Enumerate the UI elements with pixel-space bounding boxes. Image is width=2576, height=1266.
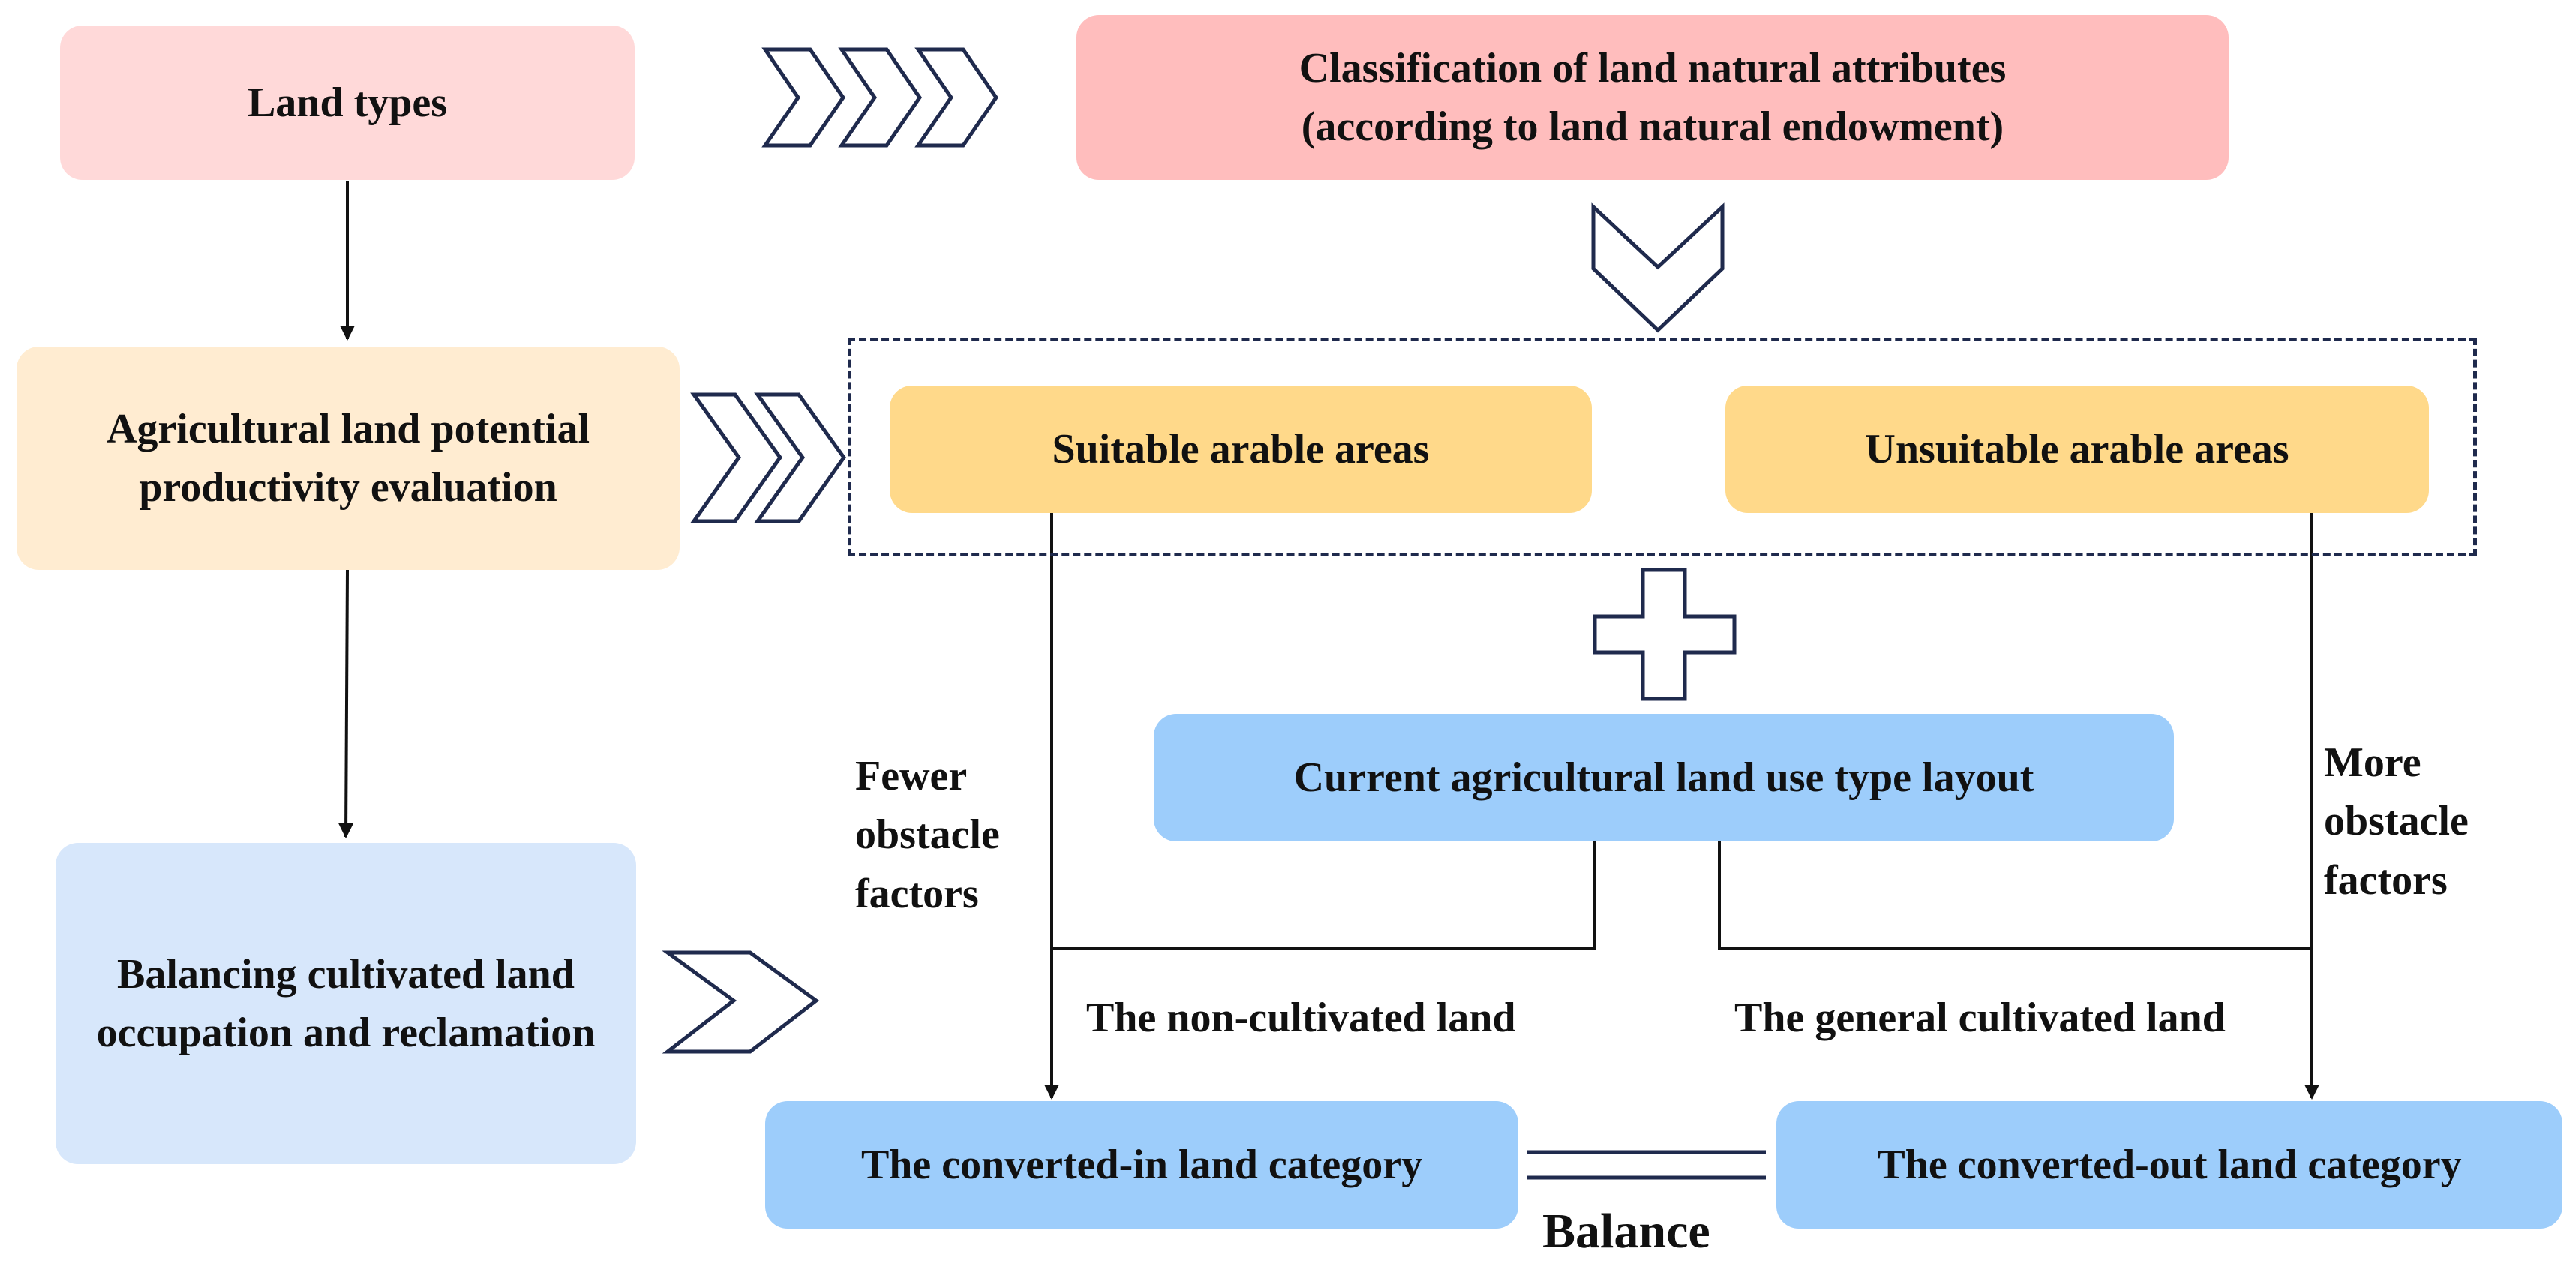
connector-line xyxy=(1052,842,1596,950)
balancing-box: Balancing cultivated land occupation and… xyxy=(56,843,636,1164)
fewer-obstacles-label: Fewer obstacle factors xyxy=(855,753,1000,917)
arrow-down-icon xyxy=(338,569,354,838)
unsuitable-arable-box: Unsuitable arable areas xyxy=(1725,386,2429,513)
chevron-right-icon xyxy=(761,47,999,148)
chevron-right-icon xyxy=(690,392,847,524)
general-cultivated-label: The general cultivated land xyxy=(1734,994,2226,1041)
balance-label: Balance xyxy=(1542,1204,1710,1258)
current-layout-box: Current agricultural land use type layou… xyxy=(1154,714,2174,842)
converted-in-box: The converted-in land category xyxy=(765,1101,1518,1228)
classification-box: Classification of land natural attribute… xyxy=(1076,15,2229,180)
arable-areas-group xyxy=(848,338,2477,556)
land-types-box: Land types xyxy=(60,26,635,180)
chevron-down-icon xyxy=(1591,202,1725,333)
converted-out-box: The converted-out land category xyxy=(1776,1101,2562,1228)
more-obstacles-label: More obstacle factors xyxy=(2324,740,2469,904)
connector-line xyxy=(1718,842,2312,950)
chevron-right-icon xyxy=(662,950,820,1054)
non-cultivated-label: The non-cultivated land xyxy=(1086,994,1516,1041)
suitable-arable-box: Suitable arable areas xyxy=(890,386,1592,513)
agricultural-potential-box: Agricultural land potential productivity… xyxy=(17,346,680,570)
equals-icon xyxy=(1527,1150,1766,1180)
plus-icon xyxy=(1593,568,1737,701)
